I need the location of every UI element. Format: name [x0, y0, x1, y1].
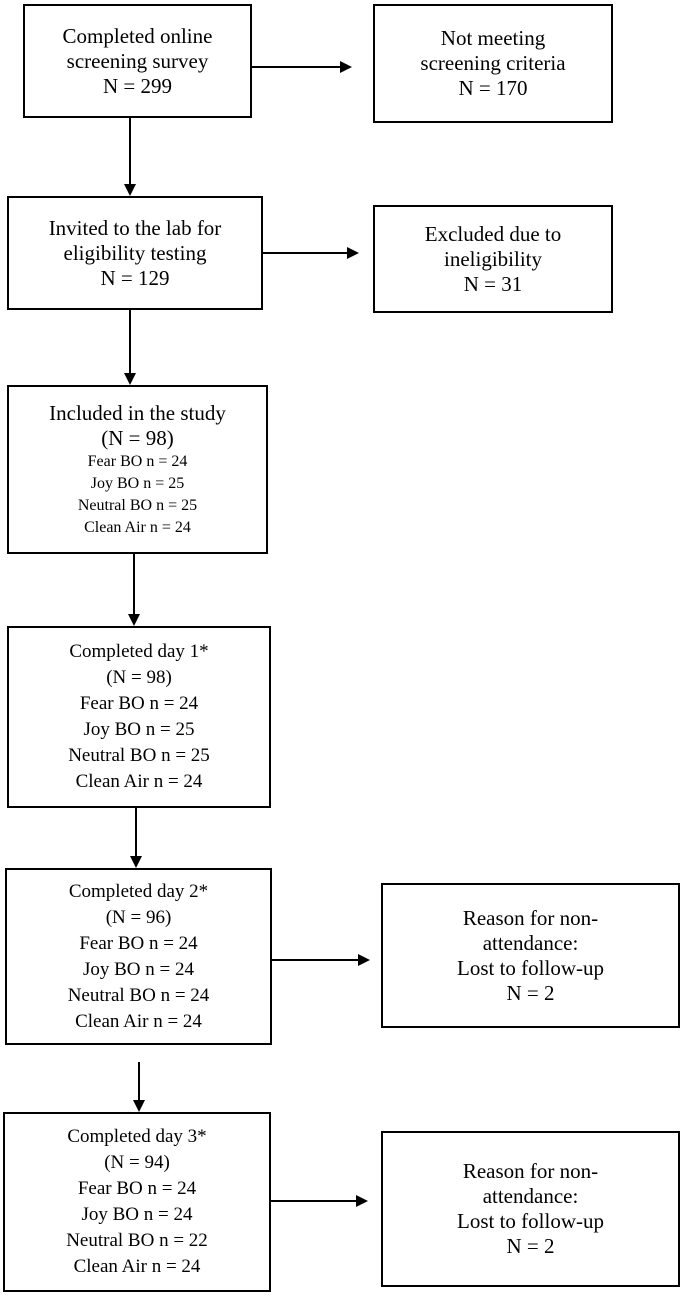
group-count: Neutral BO n = 25 [68, 745, 210, 766]
node-text: attendance: [482, 930, 579, 955]
node-text: Invited to the lab for [48, 215, 222, 240]
node-text: Not meeting [440, 26, 546, 50]
node-text: Reason for non- [462, 905, 599, 930]
node-title: Included in the study [49, 400, 226, 425]
group-count: Joy BO n = 25 [90, 474, 185, 492]
node-day2: Completed day 2* (N = 96) Fear BO n = 24… [5, 868, 272, 1045]
group-count: Clean Air n = 24 [75, 771, 203, 792]
node-count: (N = 98) [106, 667, 172, 688]
node-count: (N = 98) [101, 425, 174, 450]
node-text: attendance: [482, 1184, 579, 1208]
node-count: N = 299 [102, 73, 172, 98]
group-count: Neutral BO n = 22 [66, 1230, 208, 1251]
node-text: screening survey [66, 48, 209, 73]
group-count: Clean Air n = 24 [73, 1256, 201, 1277]
node-title: Completed day 1* [69, 641, 209, 662]
node-reason-day3: Reason for non- attendance: Lost to foll… [381, 1131, 680, 1287]
node-text: ineligibility [444, 246, 542, 271]
node-count: N = 170 [458, 76, 528, 100]
group-count: Fear BO n = 24 [87, 452, 188, 470]
node-count: N = 2 [506, 980, 555, 1005]
node-text: Lost to follow-up [457, 1209, 604, 1233]
node-text: Lost to follow-up [457, 955, 604, 980]
group-count: Joy BO n = 24 [81, 1204, 193, 1225]
node-text: eligibility testing [63, 240, 207, 265]
group-count: Neutral BO n = 24 [67, 984, 210, 1006]
node-not-meeting: Not meeting screening criteria N = 170 [373, 4, 613, 123]
group-count: Neutral BO n = 25 [77, 496, 198, 514]
group-count: Fear BO n = 24 [79, 932, 198, 954]
node-count: N = 31 [463, 271, 523, 296]
node-text: screening criteria [420, 51, 566, 75]
node-text: Excluded due to [424, 221, 562, 246]
group-count: Clean Air n = 24 [84, 518, 191, 536]
node-title: Completed day 3* [67, 1126, 207, 1147]
node-count: N = 2 [506, 1234, 555, 1258]
group-count: Clean Air n = 24 [75, 1010, 202, 1032]
node-count: N = 129 [100, 265, 170, 290]
group-count: Fear BO n = 24 [77, 1178, 197, 1199]
node-day1: Completed day 1* (N = 98) Fear BO n = 24… [7, 626, 271, 808]
group-count: Fear BO n = 24 [79, 693, 199, 714]
node-included: Included in the study (N = 98) Fear BO n… [7, 385, 268, 554]
node-reason-day2: Reason for non- attendance: Lost to foll… [381, 883, 680, 1028]
node-count: (N = 94) [104, 1152, 170, 1173]
node-title: Completed day 2* [68, 880, 209, 902]
group-count: Joy BO n = 25 [83, 719, 195, 740]
node-invited: Invited to the lab for eligibility testi… [7, 196, 263, 310]
node-excluded: Excluded due to ineligibility N = 31 [373, 205, 613, 313]
node-screening-survey: Completed online screening survey N = 29… [23, 4, 252, 118]
node-text: Reason for non- [462, 1159, 599, 1183]
node-count: (N = 96) [105, 906, 172, 928]
node-text: Completed online [62, 23, 213, 48]
group-count: Joy BO n = 24 [82, 958, 194, 980]
node-day3: Completed day 3* (N = 94) Fear BO n = 24… [3, 1112, 271, 1292]
